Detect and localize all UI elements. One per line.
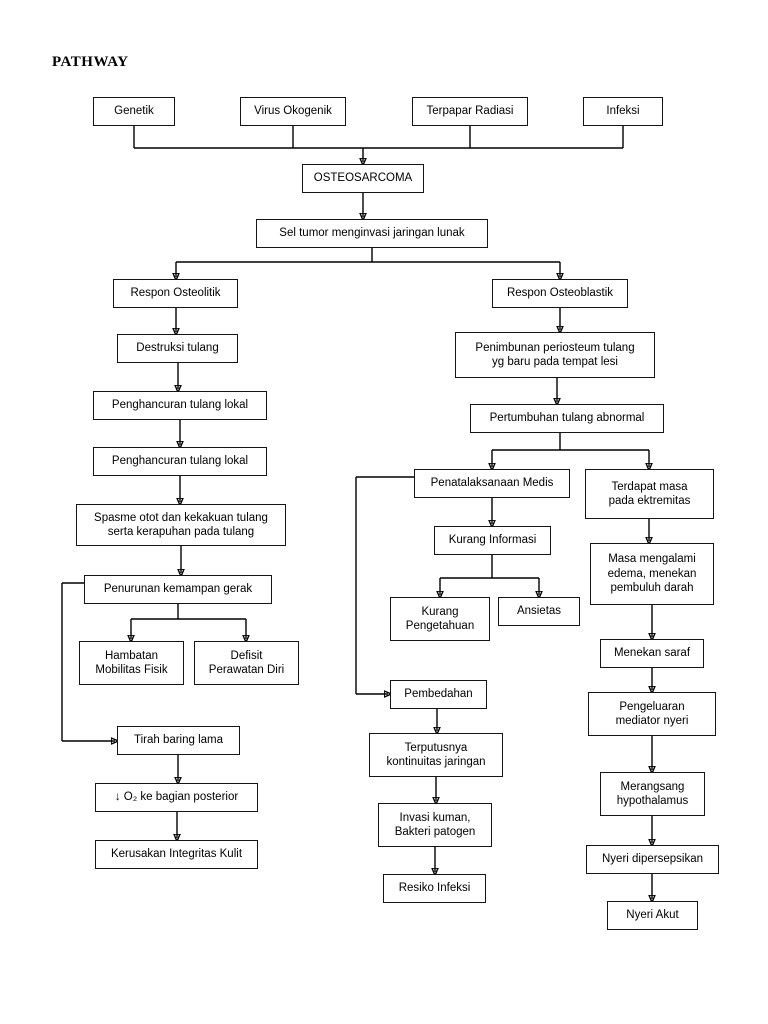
node-label: Spasme otot dan kekakuan tulang serta ke…	[94, 511, 268, 538]
node-label: Kurang Pengetahuan	[405, 605, 475, 632]
node-label: Invasi kuman, Bakteri patogen	[394, 811, 476, 838]
node-spasme[interactable]: Spasme otot dan kekakuan tulang serta ke…	[76, 504, 286, 546]
node-label: Penurunan kemampan gerak	[103, 583, 253, 596]
node-label: Nyeri Akut	[626, 909, 679, 922]
node-label: Pengeluaran mediator nyeri	[615, 700, 689, 727]
node-pengeluaran[interactable]: Pengeluaran mediator nyeri	[588, 692, 716, 736]
node-label: Infeksi	[606, 105, 640, 118]
node-genetik[interactable]: Genetik	[93, 97, 175, 126]
node-label: Respon Osteolitik	[130, 287, 221, 300]
node-label: Pertumbuhan tulang abnormal	[489, 412, 645, 425]
node-label: Penghancuran tulang lokal	[111, 399, 249, 412]
node-radiasi[interactable]: Terpapar Radiasi	[412, 97, 528, 126]
node-label: Nyeri dipersepsikan	[602, 853, 703, 866]
node-label: Genetik	[114, 105, 154, 118]
node-masa-edema[interactable]: Masa mengalami edema, menekan pembuluh d…	[590, 543, 714, 605]
node-label: OSTEOSARCOMA	[313, 172, 413, 185]
page-title: PATHWAY	[52, 54, 129, 70]
node-terputusnya[interactable]: Terputusnya kontinuitas jaringan	[369, 733, 503, 777]
node-sel-tumor[interactable]: Sel tumor menginvasi jaringan lunak	[256, 219, 488, 248]
node-menekan-saraf[interactable]: Menekan saraf	[600, 639, 704, 668]
node-label: Destruksi tulang	[136, 342, 219, 355]
node-kurang-informasi[interactable]: Kurang Informasi	[434, 526, 551, 555]
node-nyeri-akut[interactable]: Nyeri Akut	[607, 901, 698, 930]
node-penatalaksanaan[interactable]: Penatalaksanaan Medis	[414, 469, 570, 498]
node-label: Penghancuran tulang lokal	[111, 455, 249, 468]
node-kurang-pengetahuan[interactable]: Kurang Pengetahuan	[390, 597, 490, 641]
node-label: Penimbunan periosteum tulang yg baru pad…	[475, 341, 635, 368]
node-label: Sel tumor menginvasi jaringan lunak	[279, 227, 465, 240]
node-label: Defisit Perawatan Diri	[208, 649, 285, 676]
node-terdapat-masa[interactable]: Terdapat masa pada ektremitas	[585, 469, 714, 519]
node-label: ↓ O₂ ke bagian posterior	[114, 791, 239, 804]
node-label: Ansietas	[516, 605, 562, 618]
node-label: Terputusnya kontinuitas jaringan	[386, 741, 486, 768]
node-respon-osteoblastik[interactable]: Respon Osteoblastik	[492, 279, 628, 308]
node-label: Kerusakan Integritas Kulit	[110, 848, 243, 861]
node-pembedahan[interactable]: Pembedahan	[390, 680, 487, 709]
node-label: Tirah baring lama	[133, 734, 224, 747]
node-ansietas[interactable]: Ansietas	[498, 597, 580, 626]
node-virus[interactable]: Virus Okogenik	[240, 97, 346, 126]
node-penghancuran-1[interactable]: Penghancuran tulang lokal	[93, 391, 267, 420]
node-label: Respon Osteoblastik	[506, 287, 614, 300]
node-kerusakan-kulit[interactable]: Kerusakan Integritas Kulit	[95, 840, 258, 869]
node-label: Virus Okogenik	[254, 105, 332, 118]
node-label: Terpapar Radiasi	[426, 105, 514, 118]
node-penghancuran-2[interactable]: Penghancuran tulang lokal	[93, 447, 267, 476]
node-osteosarcoma[interactable]: OSTEOSARCOMA	[302, 164, 424, 193]
node-destruksi[interactable]: Destruksi tulang	[117, 334, 238, 363]
node-o2-posterior[interactable]: ↓ O₂ ke bagian posterior	[95, 783, 258, 812]
node-infeksi[interactable]: Infeksi	[583, 97, 663, 126]
node-penimbunan[interactable]: Penimbunan periosteum tulang yg baru pad…	[455, 332, 655, 378]
node-respon-osteolitik[interactable]: Respon Osteolitik	[113, 279, 238, 308]
node-label: Kurang Informasi	[448, 534, 537, 547]
node-nyeri-dipersepsikan[interactable]: Nyeri dipersepsikan	[586, 845, 719, 874]
node-defisit[interactable]: Defisit Perawatan Diri	[194, 641, 299, 685]
node-resiko-infeksi[interactable]: Resiko Infeksi	[383, 874, 486, 903]
node-label: Masa mengalami edema, menekan pembuluh d…	[607, 553, 697, 595]
node-invasi-kuman[interactable]: Invasi kuman, Bakteri patogen	[378, 803, 492, 847]
node-label: Pembedahan	[404, 688, 473, 701]
node-label: Menekan saraf	[613, 647, 691, 660]
node-label: Hambatan Mobilitas Fisik	[95, 649, 168, 676]
node-label: Terdapat masa pada ektremitas	[608, 480, 691, 507]
node-pertumbuhan[interactable]: Pertumbuhan tulang abnormal	[470, 404, 664, 433]
node-tirah-baring[interactable]: Tirah baring lama	[117, 726, 240, 755]
node-merangsang[interactable]: Merangsang hypothalamus	[600, 772, 705, 816]
node-hambatan[interactable]: Hambatan Mobilitas Fisik	[79, 641, 184, 685]
node-penurunan-gerak[interactable]: Penurunan kemampan gerak	[84, 575, 272, 604]
node-label: Resiko Infeksi	[398, 882, 471, 895]
node-label: Merangsang hypothalamus	[616, 780, 689, 807]
node-label: Penatalaksanaan Medis	[430, 477, 554, 490]
